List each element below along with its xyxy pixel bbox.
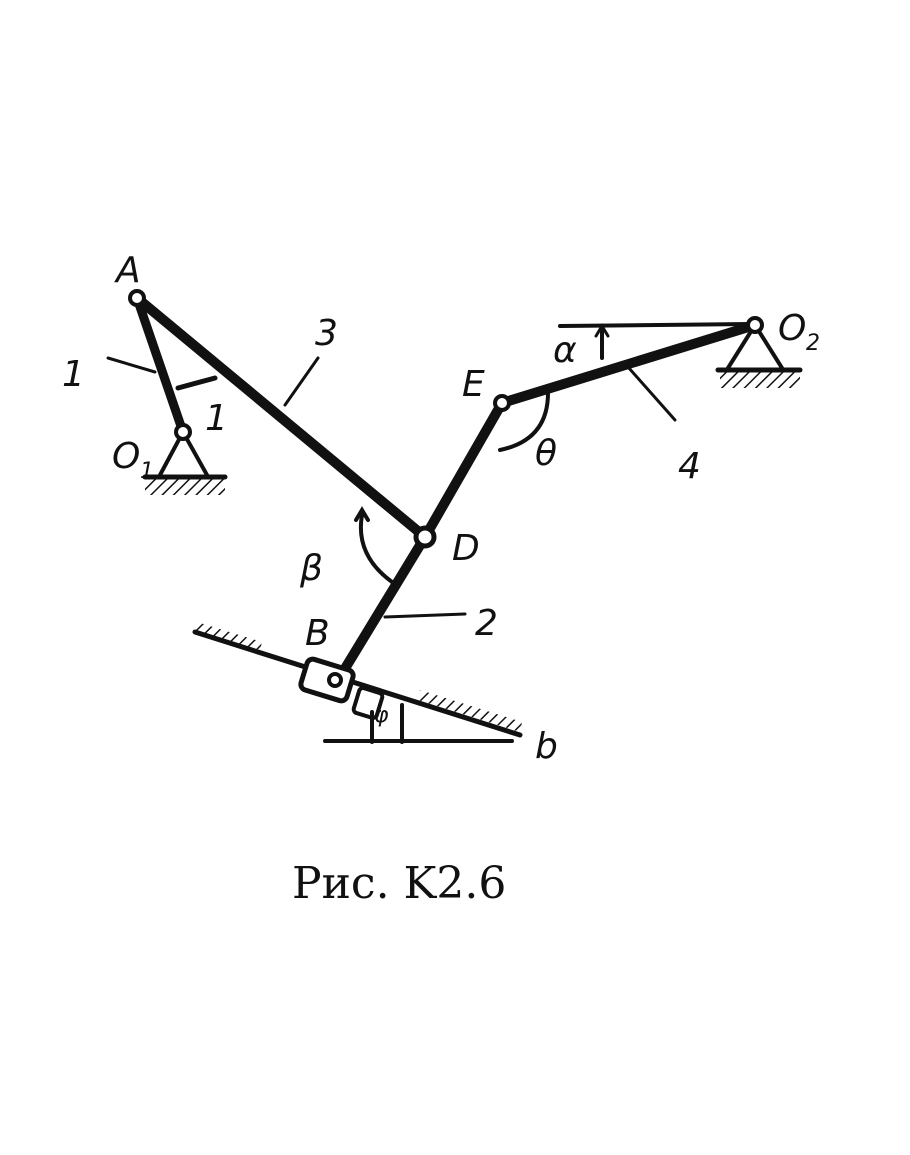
slider-b-second xyxy=(351,686,385,720)
joint-o1 xyxy=(174,423,192,441)
link-3 xyxy=(132,293,430,542)
label-a: A xyxy=(114,250,141,291)
joint-a xyxy=(128,289,146,307)
label-beta: β xyxy=(299,548,323,589)
figure-caption: Рис. K2.6 xyxy=(292,858,506,909)
label-link-3: 3 xyxy=(315,313,338,354)
link-2-upper xyxy=(420,398,507,542)
label-o2: O xyxy=(778,308,806,349)
label-e: E xyxy=(462,364,485,405)
label-o1: O xyxy=(112,436,140,477)
link-4 xyxy=(497,320,760,408)
ground-hatch-o1 xyxy=(145,479,225,495)
label-d: D xyxy=(452,528,480,569)
label-o1-sub: 1 xyxy=(140,459,154,484)
label-b: B xyxy=(305,613,330,654)
label-phi: φ xyxy=(374,703,389,728)
ground-hatch-o2 xyxy=(720,372,800,388)
joint-e xyxy=(493,394,511,412)
slope-guide xyxy=(192,629,523,738)
label-alpha: α xyxy=(553,330,577,371)
joint-d xyxy=(413,525,437,549)
joint-b xyxy=(327,672,343,688)
label-link-2: 2 xyxy=(475,603,498,644)
label-link-4: 4 xyxy=(678,446,701,487)
link-2 xyxy=(333,532,430,685)
label-o2-sub: 2 xyxy=(806,331,820,356)
beta-arc xyxy=(358,513,394,584)
slope-hatch-left xyxy=(195,622,262,650)
label-b-lower: b xyxy=(535,726,558,767)
label-link-1: 1 xyxy=(62,354,85,395)
link-1 xyxy=(132,293,188,437)
slope-hatch-right xyxy=(418,690,522,732)
omega-arrow xyxy=(175,375,218,391)
label-omega: 1 xyxy=(205,398,228,439)
label-theta: θ xyxy=(535,433,557,474)
theta-arc xyxy=(498,391,550,452)
joint-o2 xyxy=(746,316,764,334)
